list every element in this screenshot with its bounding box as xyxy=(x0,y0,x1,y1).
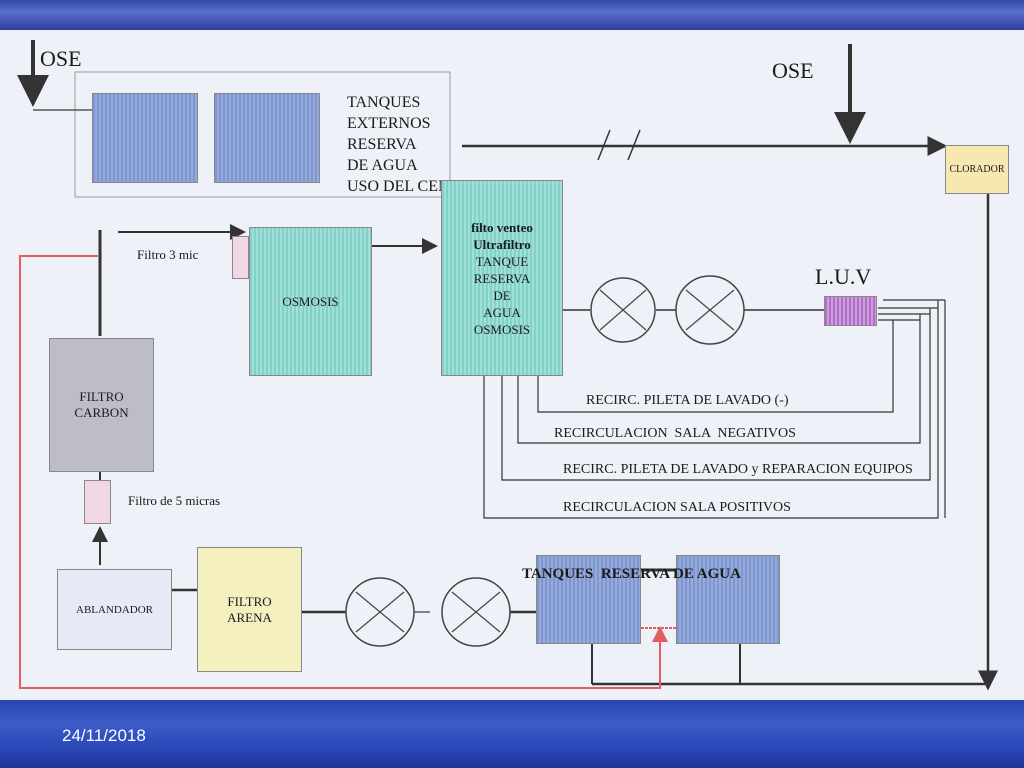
filter-3mic-label: Filtro 3 mic xyxy=(137,247,199,262)
filter-5micras-label: Filtro de 5 micras xyxy=(128,493,221,508)
slide-bottom-band xyxy=(0,700,1024,768)
softener-box: ABLANDADOR xyxy=(57,569,172,650)
reserve-tank-2 xyxy=(676,555,780,644)
osmosis-label: OSMOSIS xyxy=(282,294,339,309)
softener-label: ABLANDADOR xyxy=(76,604,153,616)
ose-right-label: OSE xyxy=(772,58,814,83)
tank-label-line: TANQUE xyxy=(475,254,529,269)
sand-filter: FILTRO ARENA xyxy=(197,547,302,672)
tank-label-line: OSMOSIS xyxy=(473,322,531,337)
reserve-tanks-label: TANQUES RESERVA DE AGUA xyxy=(522,566,741,582)
red-return-line xyxy=(19,255,668,689)
tank-label-line: RESERVA xyxy=(473,271,531,286)
reserve-tank-1 xyxy=(536,555,641,644)
luv-label: L.U.V xyxy=(815,264,872,289)
carbon-filter-label: CARBON xyxy=(74,405,129,420)
ose-left-label: OSE xyxy=(40,46,82,71)
osmosis-reserve-tank: filto venteo Ultrafiltro TANQUE RESERVA … xyxy=(441,180,563,376)
recirc-label-2: RECIRCULACION SALA NEGATIVOS xyxy=(554,426,796,441)
sand-filter-label: ARENA xyxy=(227,610,272,625)
external-tank-1 xyxy=(92,93,198,183)
tank-label-line: DE xyxy=(493,288,511,303)
carbon-filter: FILTRO CARBON xyxy=(49,338,154,472)
filter-3mic xyxy=(232,236,249,279)
recirc-label-3: RECIRC. PILETA DE LAVADO y REPARACION EQ… xyxy=(563,462,913,477)
sand-filter-label: FILTRO xyxy=(227,594,272,609)
clorador-box: CLORADOR xyxy=(945,145,1009,194)
clorador-label: CLORADOR xyxy=(949,164,1005,175)
carbon-filter-label: FILTRO xyxy=(79,389,124,404)
recirc-label-1: RECIRC. PILETA DE LAVADO (-) xyxy=(586,393,789,408)
tank-label-line: Ultrafiltro xyxy=(473,237,531,252)
slide-date: 24/11/2018 xyxy=(62,726,146,745)
external-tank-2 xyxy=(214,93,320,183)
tank-label-line: filto venteo xyxy=(471,220,533,235)
tank-label-line: AGUA xyxy=(483,305,521,320)
osmosis-box: OSMOSIS xyxy=(249,227,372,376)
external-tanks-frame xyxy=(74,71,451,198)
recirc-label-4: RECIRCULACION SALA POSITIVOS xyxy=(563,500,791,515)
filter-5micras xyxy=(84,480,111,524)
slide-top-band xyxy=(0,0,1024,30)
luv-lamp xyxy=(824,296,877,326)
